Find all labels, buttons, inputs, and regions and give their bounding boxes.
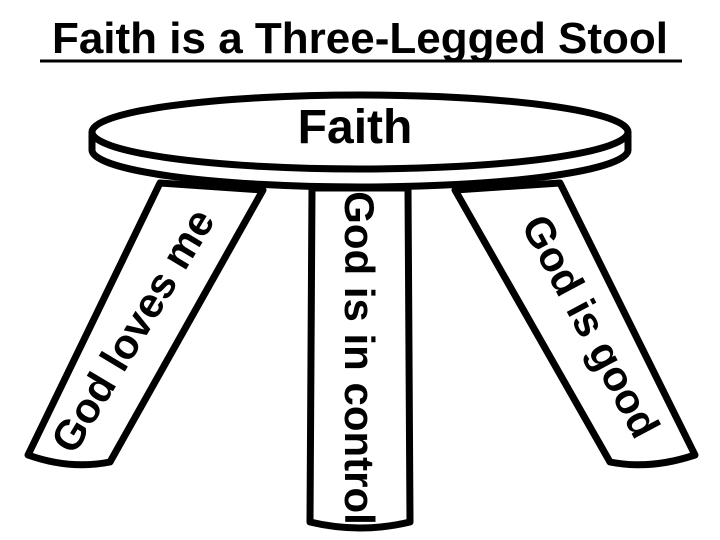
stool-seat: Faith	[88, 91, 632, 191]
seat-label: Faith	[298, 101, 413, 154]
leg-left: God loves me	[24, 179, 267, 469]
leg-center-label: God is in control	[336, 191, 383, 525]
leg-center: God is in control	[306, 184, 414, 532]
seat-top	[88, 91, 632, 173]
leg-right: God is good	[451, 179, 699, 469]
diagram-title: Faith is a Three-Legged Stool	[52, 14, 668, 63]
